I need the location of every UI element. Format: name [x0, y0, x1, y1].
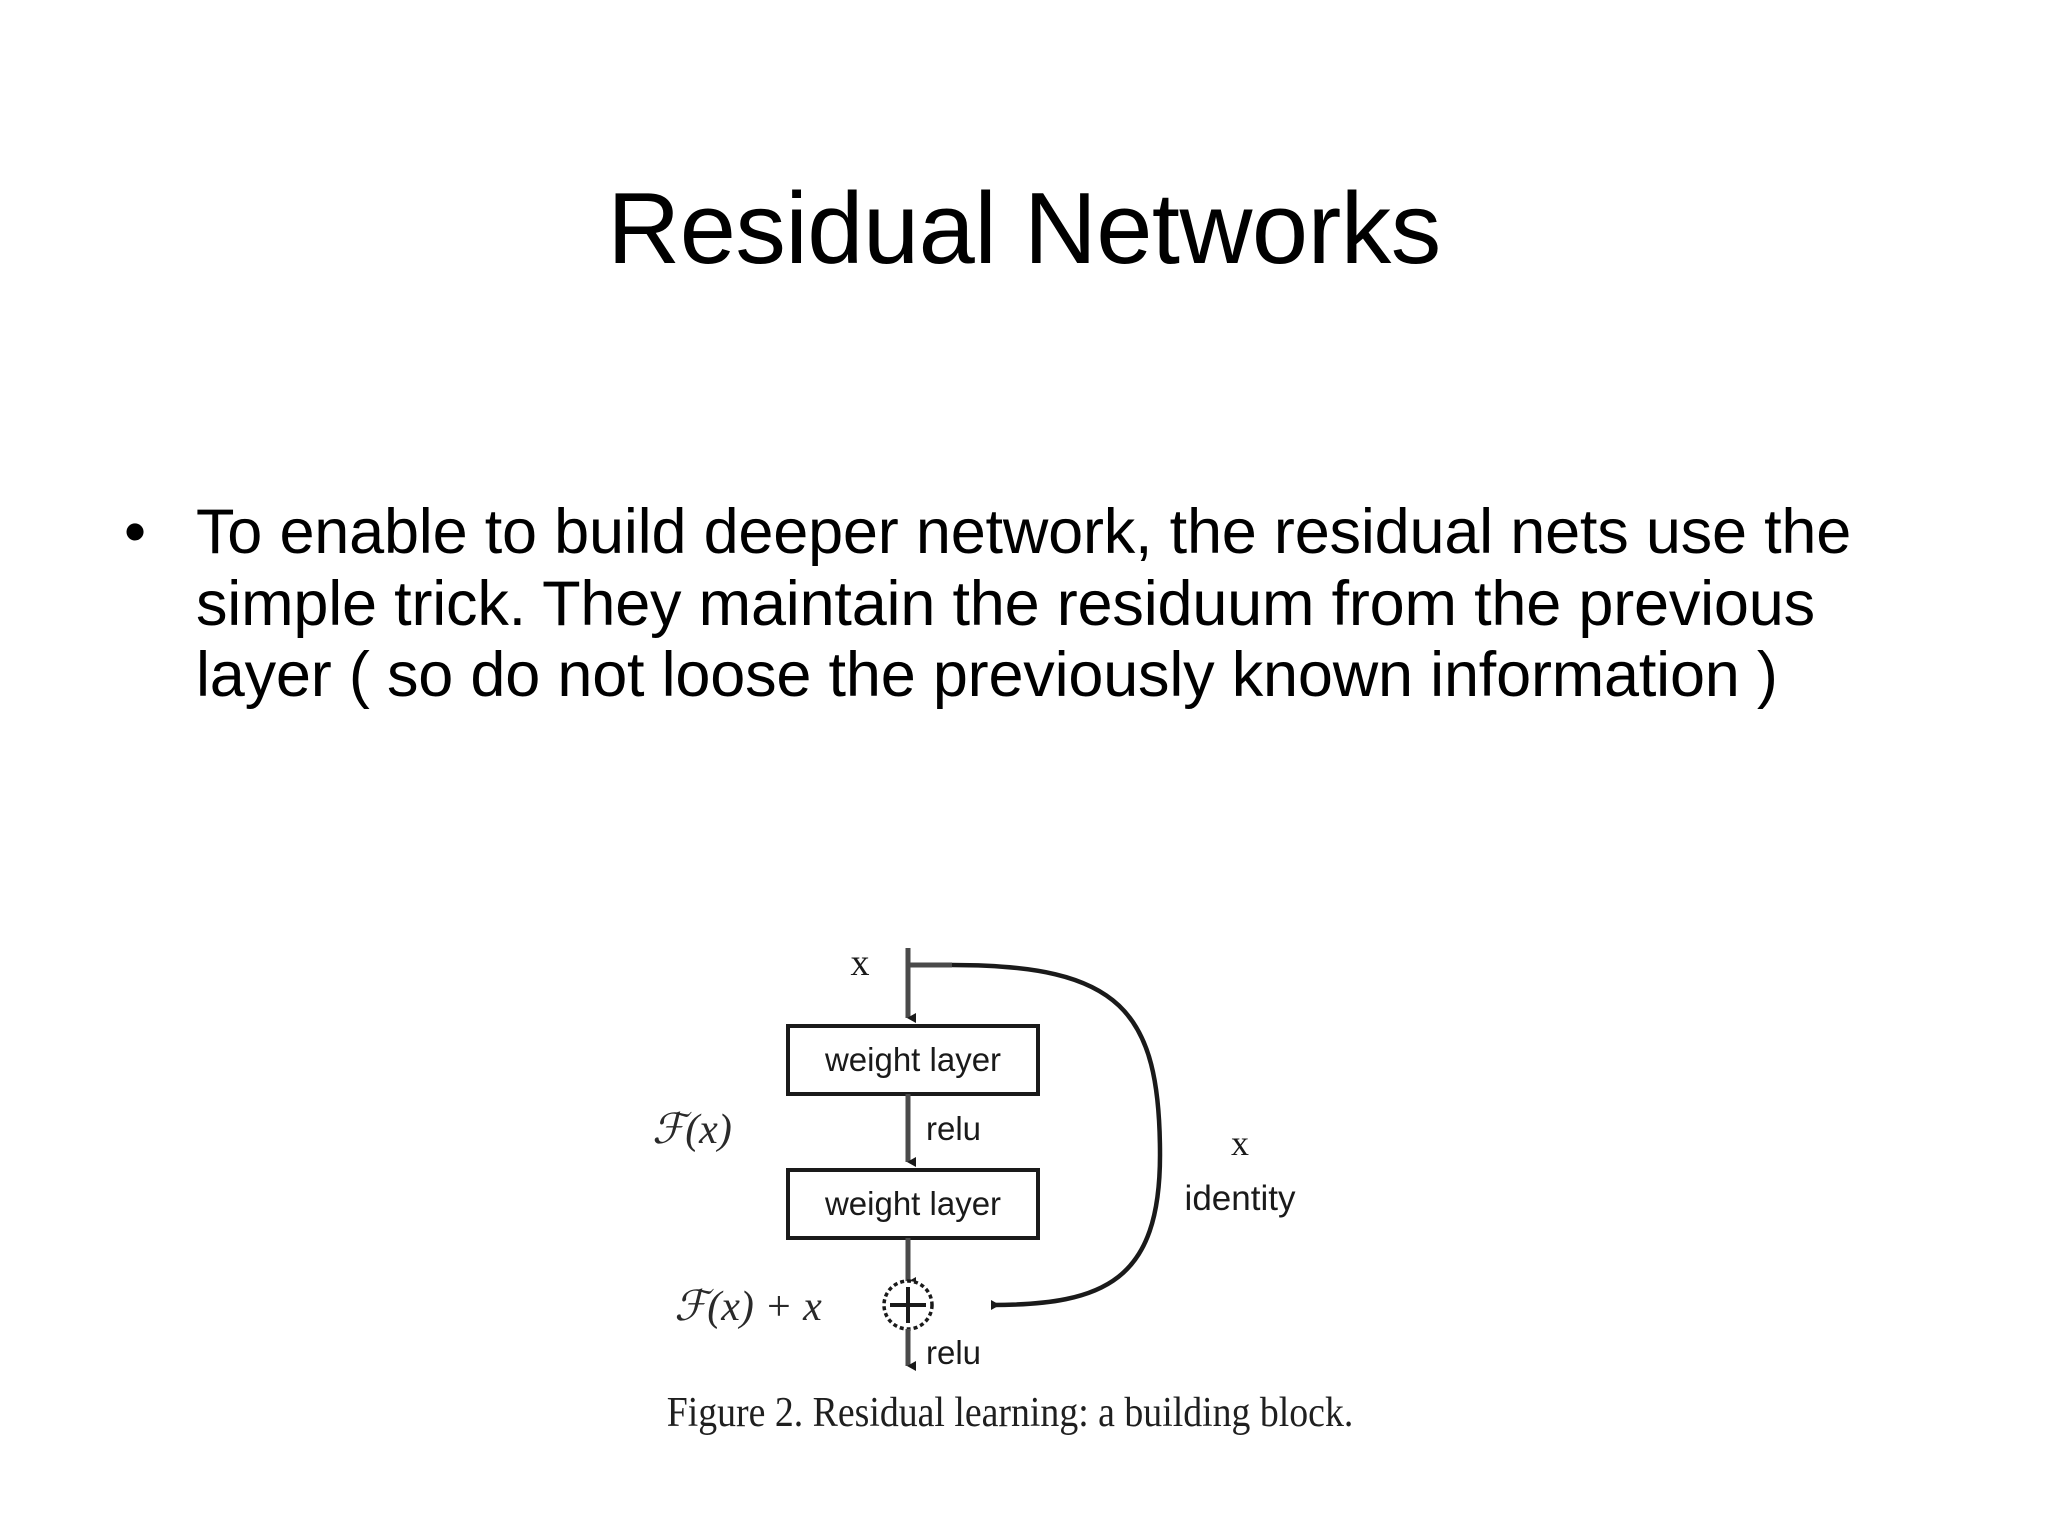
figure-caption: Figure 2. Residual learning: a building …	[666, 1390, 1354, 1436]
weight-layer-label-2: weight layer	[824, 1185, 1001, 1222]
page-title: Residual Networks	[607, 172, 1441, 285]
identity-shortcut-path	[951, 962, 1163, 1311]
weight-layer-box-1	[786, 1024, 1040, 1096]
weight-layer-box-2	[786, 1168, 1040, 1240]
residual-block-figure: x weight layer relu weight layer ℱ(x)	[560, 930, 1460, 1470]
sum-expression-label: ℱ(x) + x	[674, 1284, 822, 1330]
input-label: x	[851, 942, 870, 984]
weight-layer-label-1: weight layer	[824, 1041, 1001, 1078]
residual-block-diagram: x weight layer relu weight layer ℱ(x)	[652, 942, 1296, 1371]
relu-label-2: relu	[926, 1334, 981, 1371]
shortcut-symbol-label: x	[1231, 1123, 1249, 1163]
bullet-list: • To enable to build deeper network, the…	[112, 497, 1952, 712]
identity-label: identity	[1185, 1179, 1296, 1218]
function-label: ℱ(x)	[652, 1107, 732, 1153]
list-item: • To enable to build deeper network, the…	[112, 497, 1952, 712]
relu-label-1: relu	[926, 1110, 981, 1147]
bullet-marker-icon: •	[124, 497, 146, 567]
bullet-text: To enable to build deeper network, the r…	[196, 497, 1852, 710]
